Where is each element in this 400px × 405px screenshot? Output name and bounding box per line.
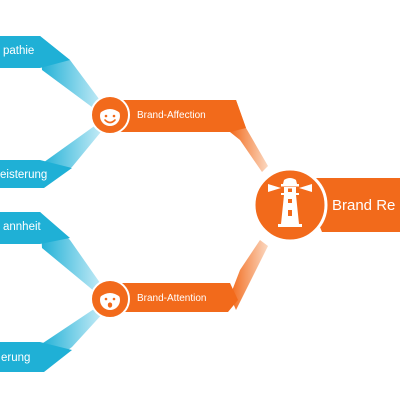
smiling-face-icon [100, 104, 120, 126]
label-erinnerung: erung [1, 352, 31, 364]
label-brand-affection: Brand-Affection [137, 110, 206, 121]
label-box-end [300, 178, 400, 232]
label-box-bekanntheit [0, 212, 70, 244]
label-begeisterung: eisterung [0, 169, 48, 181]
label-brand-attention: Brand-Attention [137, 293, 207, 304]
surprised-face-icon [100, 288, 120, 310]
label-box-erinnerung [0, 342, 72, 372]
label-box-attention [118, 283, 238, 312]
label-brand-re: Brand Re [332, 197, 396, 214]
label-bekanntheit: annheit [3, 221, 41, 233]
label-empathie: pathie [3, 45, 35, 57]
label-box-affection [118, 100, 246, 132]
label-box-begeisterung [0, 160, 72, 188]
connector-attention [230, 240, 268, 310]
label-box-empathie [0, 36, 70, 68]
lighthouse-icon [268, 178, 312, 227]
